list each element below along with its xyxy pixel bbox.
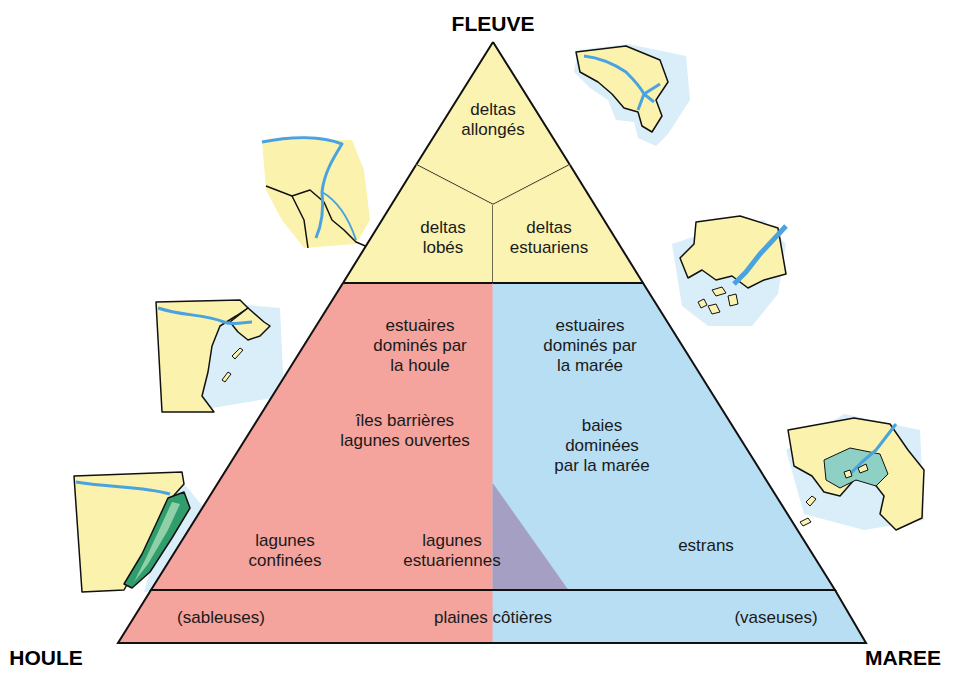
region-label: baies dominées par la marée [553,416,652,476]
region-shape [341,163,495,285]
region-fill [493,484,568,590]
delta-map [262,138,372,252]
pole-label: HOULE [9,646,83,670]
region-label: (sableuses) [161,608,281,628]
region-label: estuaires dominés par la marée [535,316,645,376]
region-label: deltas lobés [407,218,479,258]
estuary-map [156,300,284,412]
region-label: îles barrières lagunes ouvertes [330,411,480,451]
pole-label: MAREE [865,646,941,670]
region-label: lagunes estuariennes [392,531,512,571]
delta-map [574,44,690,146]
region-label: estrans [661,536,751,556]
region-fill [493,283,835,590]
region-label: deltas allongés [445,100,541,140]
tide-region: estuaires dominés par la marée baies domi… [491,281,837,592]
coastal-plain-band: (sableuses) plaines côtières (vaseuses) [116,588,868,645]
region-fill [343,165,493,283]
region-label: (vaseuses) [721,608,831,628]
delta-region: deltas lobés [341,163,495,285]
region-shape [491,281,837,592]
region-label: deltas estuariens [499,218,599,258]
region-label: lagunes confinées [235,531,335,571]
wave-region: estuaires dominés par la houle îles barri… [149,281,495,592]
region-label: estuaires dominés par la houle [365,316,475,376]
region-label: plaines côtières [408,608,578,628]
bay-map [786,414,924,530]
region-border [570,165,643,283]
region-border [343,165,493,283]
delta-region: deltas estuariens [491,163,645,285]
region-border [493,283,835,590]
delta-map [672,216,786,326]
region-border [118,590,866,643]
pole-label: FLEUVE [452,12,535,36]
region-fill [493,165,643,283]
